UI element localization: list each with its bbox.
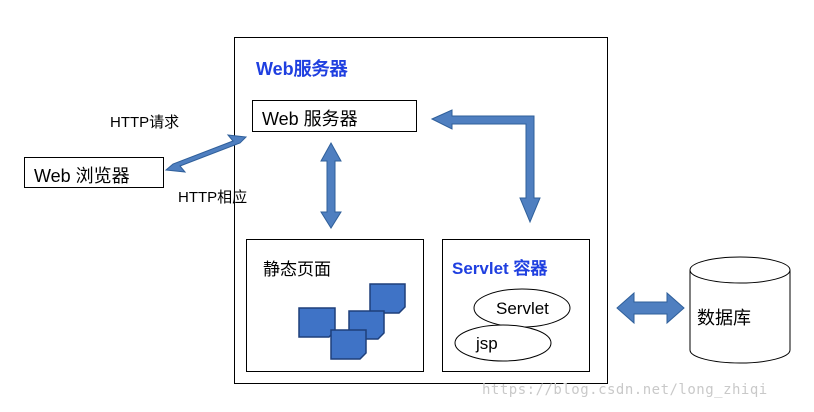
static-pages-label: 静态页面 bbox=[263, 260, 331, 279]
page-icon bbox=[330, 329, 367, 360]
static-page-icons bbox=[298, 283, 406, 360]
server-title: Web服务器 bbox=[256, 59, 348, 79]
database-cylinder bbox=[689, 256, 791, 364]
http-request-label: HTTP请求 bbox=[110, 114, 180, 131]
browser-label: Web 浏览器 bbox=[34, 166, 130, 186]
database-label: 数据库 bbox=[697, 308, 751, 328]
server-static-arrow bbox=[320, 141, 342, 229]
watermark: https://blog.csdn.net/long_zhiqi bbox=[482, 382, 768, 398]
jsp-ellipse bbox=[454, 324, 552, 362]
jsp-label: jsp bbox=[476, 334, 498, 353]
servlet-db-arrow bbox=[616, 291, 685, 325]
servlet-label: Servlet bbox=[496, 299, 549, 318]
browser-server-arrow bbox=[164, 134, 248, 173]
http-response-label: HTTP相应 bbox=[178, 189, 248, 206]
web-server-box bbox=[252, 100, 417, 132]
servlet-server-arrow bbox=[430, 109, 541, 224]
page-icon bbox=[369, 283, 406, 314]
servlet-container-title: Servlet 容器 bbox=[452, 259, 548, 278]
page-icon bbox=[298, 307, 336, 338]
browser-box bbox=[24, 157, 164, 188]
web-server-label: Web 服务器 bbox=[262, 109, 358, 129]
